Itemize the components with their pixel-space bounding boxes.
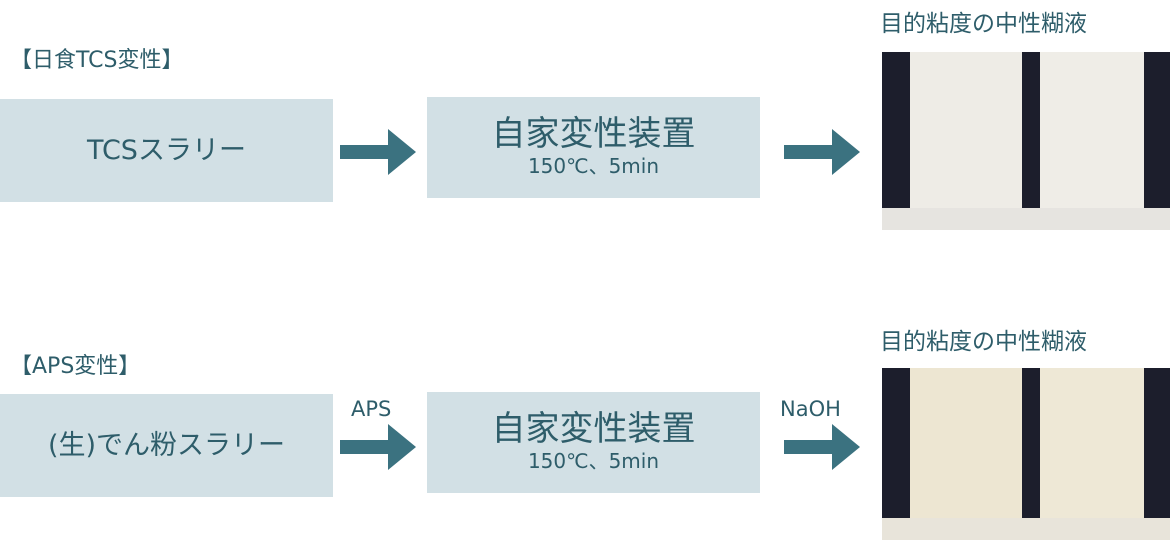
starch-slurry-box: (生)でん粉スラリー [0, 394, 333, 497]
result-photo-aps [882, 368, 1170, 540]
device-condition: 150℃、5min [527, 449, 660, 474]
section-label-tcs: 【日食TCS変性】 [10, 48, 184, 73]
result-title: 目的粘度の中性糊液 [880, 329, 1087, 355]
tcs-slurry-label: TCSスラリー [87, 134, 246, 166]
arrow-right-icon [784, 129, 860, 175]
device-title: 自家変性装置 [491, 408, 696, 449]
device-condition: 150℃、5min [527, 154, 660, 179]
modification-device-box: 自家変性装置 150℃、5min [427, 97, 760, 198]
arrow-right-icon [340, 129, 416, 175]
arrow-right-icon [784, 424, 860, 470]
modification-device-box: 自家変性装置 150℃、5min [427, 392, 760, 493]
section-label-aps: 【APS変性】 [10, 354, 141, 379]
aps-label: APS [351, 397, 392, 421]
naoh-label: NaOH [780, 397, 841, 421]
device-title: 自家変性装置 [491, 113, 696, 154]
result-title: 目的粘度の中性糊液 [880, 11, 1087, 37]
starch-slurry-label: (生)でん粉スラリー [47, 429, 286, 461]
result-photo-tcs [882, 52, 1170, 230]
tcs-slurry-box: TCSスラリー [0, 99, 333, 202]
arrow-right-icon [340, 424, 416, 470]
